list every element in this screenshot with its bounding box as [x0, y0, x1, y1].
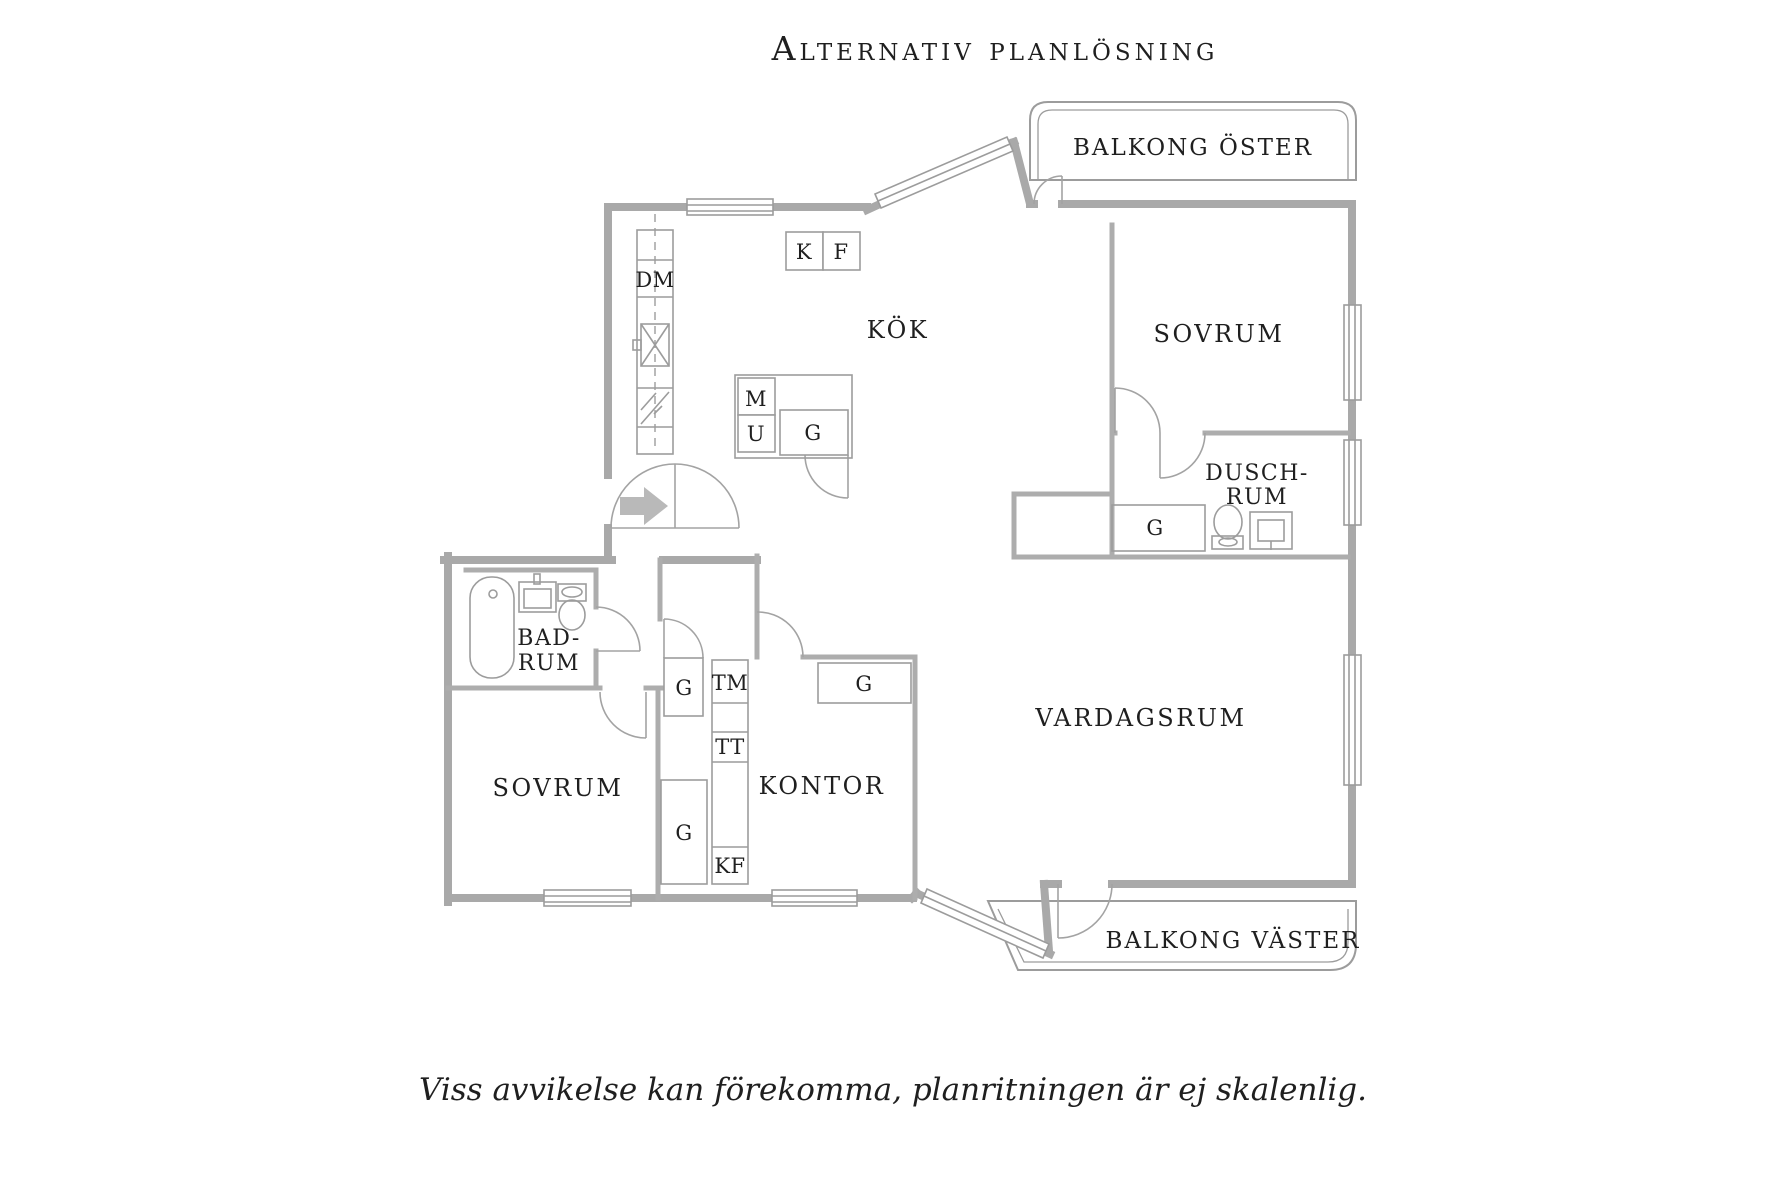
window-office-south: [771, 889, 858, 907]
kitchen-sink: [632, 323, 670, 367]
label-closet-shower: G: [1146, 516, 1163, 540]
office-closet: [817, 662, 912, 704]
balcony-west-door: [1057, 883, 1113, 939]
window-living-east: [1343, 654, 1362, 786]
window-bedroom-south: [543, 889, 632, 907]
window-kitchen-north: [686, 198, 774, 216]
laundry-column: [711, 659, 749, 885]
bedroom-ne-door: [1114, 387, 1161, 434]
label-office: KONTOR: [759, 772, 886, 800]
balcony-west: [986, 900, 1357, 971]
office-door: [756, 611, 804, 658]
label-closet-kitchen: G: [804, 421, 821, 445]
label-balcony-east: BALKONG ÖSTER: [1073, 134, 1313, 161]
window-shower-east: [1343, 439, 1362, 526]
kitchen-counter: [632, 214, 674, 455]
label-washer: TM: [712, 671, 749, 695]
label-closet-hall-lower: G: [675, 821, 692, 845]
bathtub: [469, 576, 515, 679]
footer-note: Viss avvikelse kan förekomma, planritnin…: [419, 1072, 1367, 1108]
bedroom-sw-door: [599, 691, 647, 739]
doors: [595, 175, 1206, 939]
shower-room-sink: [1249, 511, 1293, 550]
label-living-room: VARDAGSRUM: [1034, 704, 1246, 732]
hall-closet-door: [663, 618, 704, 659]
balcony-east: [1029, 101, 1357, 181]
label-fridge: K: [796, 240, 812, 264]
label-micro: M: [745, 387, 767, 411]
exterior-walls: [440, 136, 1356, 960]
bathroom-sink: [518, 573, 557, 613]
kitchen-closet-door: [804, 454, 849, 499]
label-balcony-west: BALKONG VÄSTER: [1106, 927, 1361, 954]
windows: [543, 135, 1362, 960]
label-closet-office: G: [855, 672, 872, 696]
bathroom-door: [595, 606, 641, 652]
shower-room-closet: [1111, 504, 1206, 552]
label-shower-room-2: RUM: [1226, 485, 1288, 510]
balcony-east-door: [1033, 175, 1063, 205]
fridge-freezer-unit: [785, 231, 861, 271]
interior-walls: [445, 222, 1351, 901]
shower-room-toilet: [1211, 504, 1244, 550]
label-bedroom-ne: SOVRUM: [1154, 320, 1285, 348]
window-southwest-diagonal: [919, 887, 1051, 960]
page-title: Alternativ planlösning: [771, 29, 1219, 68]
label-dishwasher: DM: [635, 268, 674, 292]
label-shower-room-1: DUSCH-: [1205, 461, 1309, 486]
bathroom-toilet: [557, 583, 587, 631]
window-northeast-diagonal: [873, 135, 1015, 210]
entry-door: [610, 463, 740, 529]
label-bedroom-sw: SOVRUM: [493, 774, 624, 802]
label-freezer: F: [833, 240, 848, 264]
kitchen-island-unit: [734, 374, 853, 459]
hall-closets: [660, 657, 708, 885]
label-oven: U: [747, 422, 765, 446]
shower-room-door: [1159, 432, 1206, 479]
label-dryer: TT: [715, 735, 744, 759]
kitchen-stove: [640, 391, 670, 425]
entrance-arrow-icon: [620, 487, 668, 525]
label-kitchen: KÖK: [867, 315, 929, 344]
label-bathroom-2: RUM: [518, 651, 580, 676]
label-closet-hall-upper: G: [675, 676, 692, 700]
label-bathroom-1: BAD-: [517, 626, 581, 651]
label-fridge-freezer: KF: [714, 854, 745, 878]
window-bedroom-east: [1343, 304, 1362, 401]
